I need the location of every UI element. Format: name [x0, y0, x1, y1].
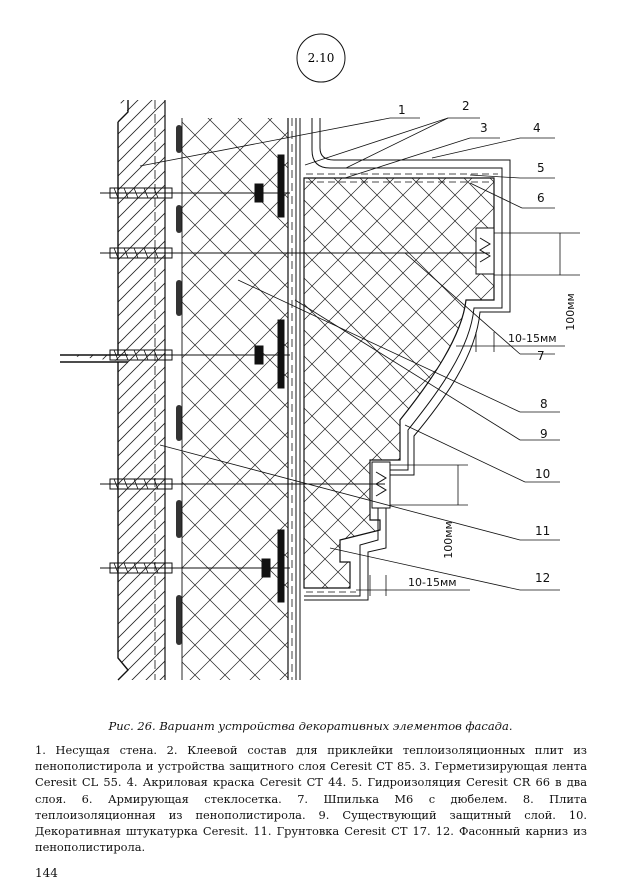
facade-section-drawing: 2.10 [60, 33, 580, 681]
anchor-3 [100, 319, 290, 389]
figure-legend: 1. Несущая стена. 2. Клеевой состав для … [35, 743, 587, 855]
callout-labels: 1 2 3 4 5 6 7 8 9 10 11 12 [398, 99, 550, 585]
label-1: 1 [398, 103, 406, 117]
anchors [100, 154, 490, 603]
label-4: 4 [533, 121, 541, 135]
label-12: 12 [535, 571, 550, 585]
anchor-1 [100, 154, 290, 218]
dim-top-height: 100мм [564, 293, 577, 331]
label-8: 8 [540, 397, 548, 411]
label-6: 6 [537, 191, 545, 205]
figure-number: 2.10 [308, 51, 335, 65]
insulation-board [181, 118, 289, 680]
label-3: 3 [480, 121, 488, 135]
anchor-2 [100, 247, 490, 259]
label-7: 7 [537, 349, 545, 363]
adhesive-dabs [176, 125, 182, 645]
label-10: 10 [535, 467, 550, 481]
label-11: 11 [535, 524, 550, 538]
anchor-5 [100, 529, 290, 603]
existing-protective-layer [291, 118, 301, 680]
leader-lines [139, 117, 560, 591]
label-2: 2 [462, 99, 470, 113]
label-5: 5 [537, 161, 545, 175]
load-bearing-wall [60, 100, 166, 681]
anchor-4 [100, 478, 385, 490]
dim-bottom-gap: 10-15мм [408, 576, 457, 589]
dimension-lines [356, 232, 580, 596]
dim-top-gap: 10-15мм [508, 332, 557, 345]
label-9: 9 [540, 427, 548, 441]
page-number: 144 [35, 866, 58, 880]
figure-number-badge: 2.10 [296, 33, 346, 83]
figure-caption: Рис. 26. Вариант устройства декоративных… [108, 719, 513, 733]
dim-bottom-height: 100мм [442, 521, 455, 559]
decorative-cornice [303, 118, 511, 601]
